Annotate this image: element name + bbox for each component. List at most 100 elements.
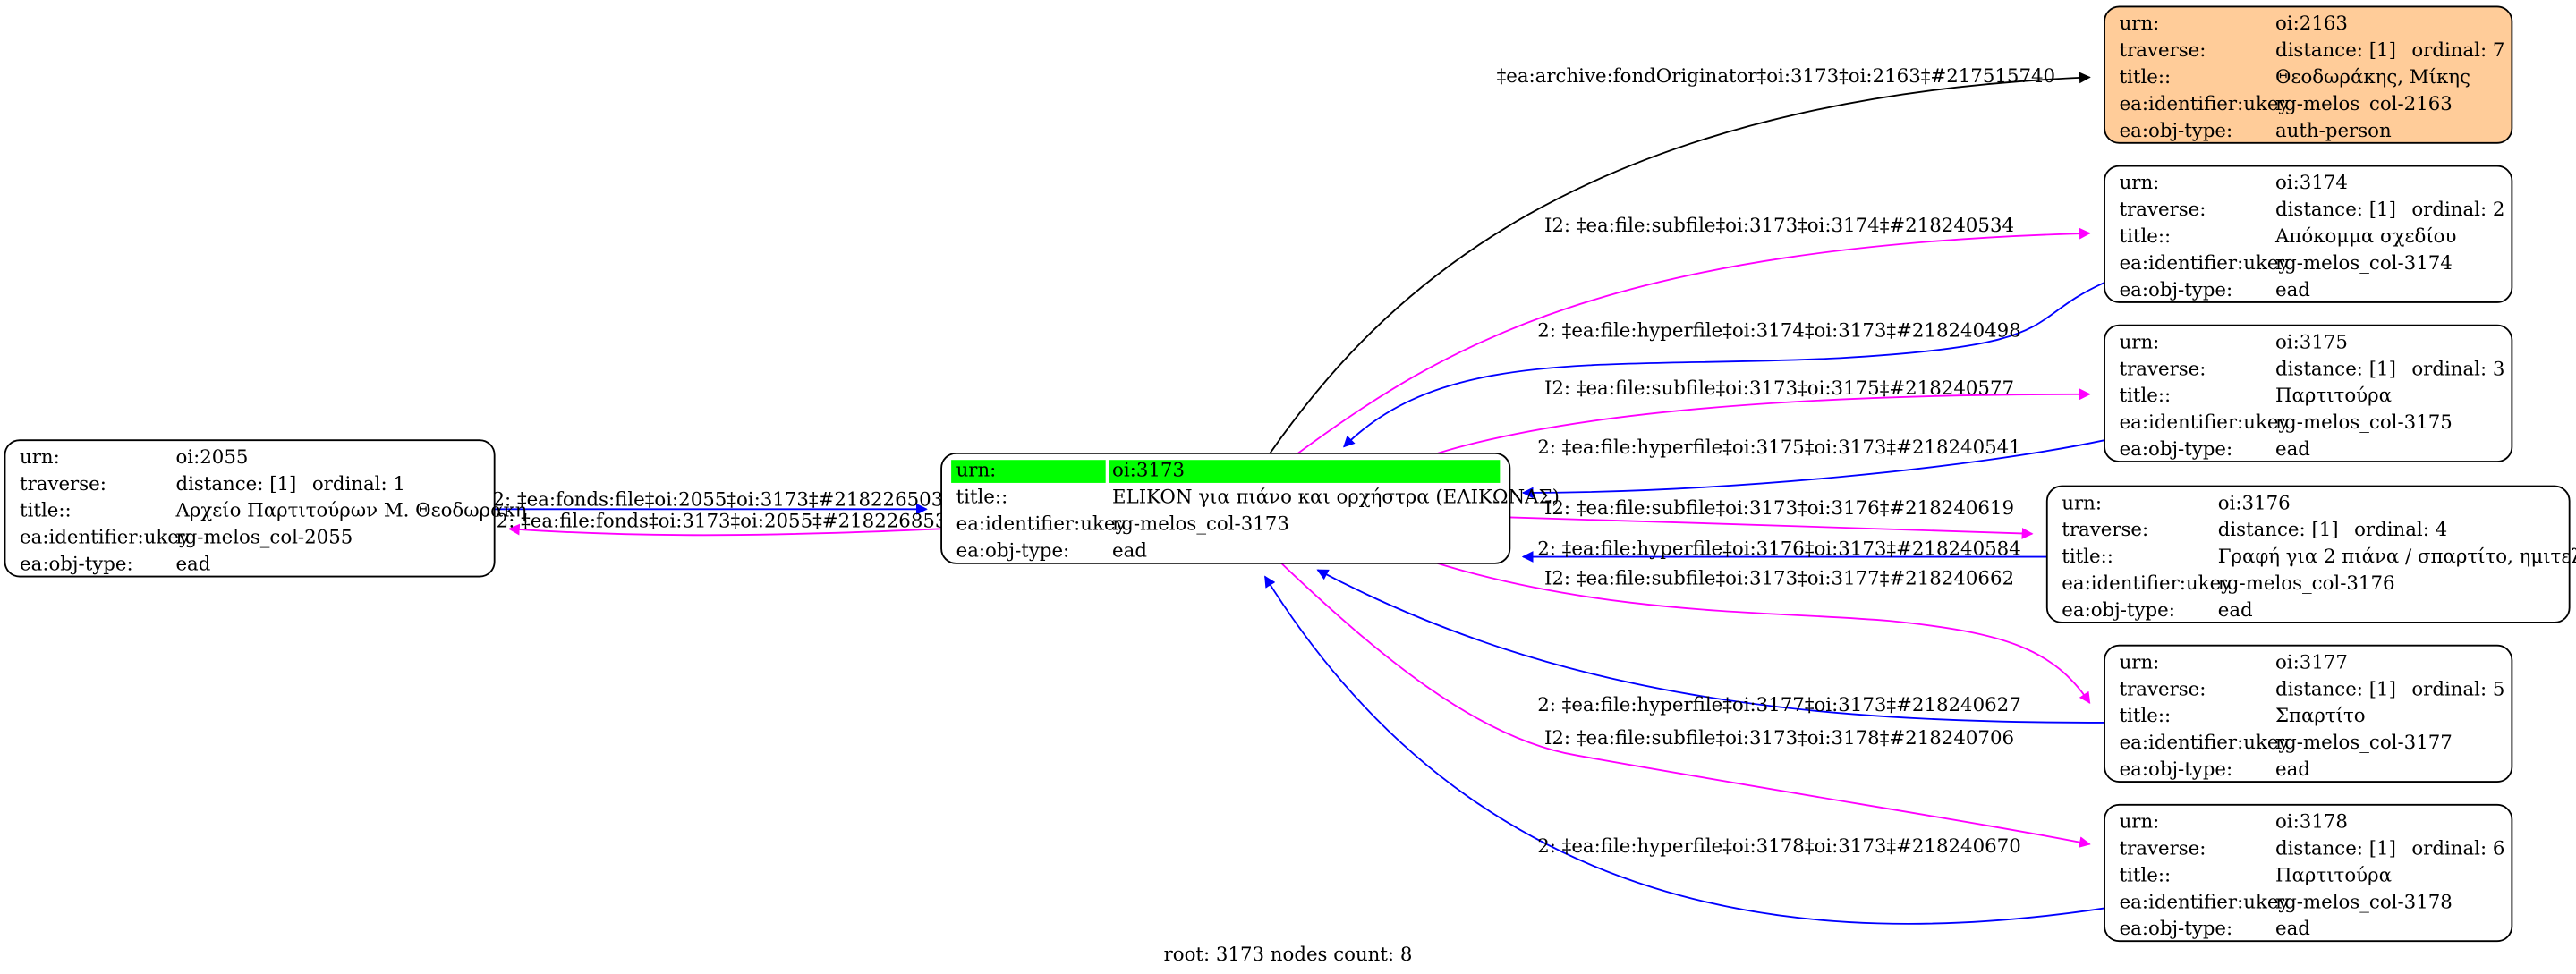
field-value-type: ead xyxy=(2275,279,2310,301)
field-value-ukey: rg-melos_col-3174 xyxy=(2275,252,2453,275)
field-value-distance: distance: [1] xyxy=(2275,358,2396,380)
field-value-urn: oi:3173 xyxy=(1112,460,1185,482)
field-value-title: Παρτιτούρα xyxy=(2275,864,2392,886)
field-value-title: Παρτιτούρα xyxy=(2275,385,2392,407)
field-label-type: ea:obj-type: xyxy=(956,539,1070,562)
field-value-urn: oi:3178 xyxy=(2275,810,2348,833)
edge-hyperfile[interactable]: 2: ‡ea:fonds:file‡oi:2055‡oi:3173‡#21822… xyxy=(492,489,943,515)
field-label-title: title:: xyxy=(20,500,72,522)
field-value-type: ead xyxy=(1112,539,1147,562)
field-value-urn: oi:3175 xyxy=(2275,331,2348,353)
edge-subfile[interactable]: I2: ‡ea:file:subfile‡oi:3173‡oi:3175‡#21… xyxy=(1437,377,2091,454)
edge-label: I2: ‡ea:file:subfile‡oi:3173‡oi:3178‡#21… xyxy=(1544,727,2014,750)
node-box xyxy=(2104,5,2513,144)
edge-hyperfile[interactable]: 2: ‡ea:file:hyperfile‡oi:3174‡oi:3173‡#2… xyxy=(1343,282,2105,448)
edge-line xyxy=(1269,72,2091,454)
root-highlight-label xyxy=(951,460,1106,483)
field-label-traverse: traverse: xyxy=(2120,358,2206,380)
edge-subfile[interactable]: I2: ‡ea:file:fonds‡oi:3173‡oi:2055‡#2182… xyxy=(489,510,947,537)
field-value-distance: distance: [1] xyxy=(175,473,296,495)
node-oi-3175[interactable]: urn: oi:3175 traverse: distance: [1] ordinal… xyxy=(2104,324,2513,462)
field-label-urn: urn: xyxy=(2120,331,2160,353)
edge-line xyxy=(1316,569,2105,724)
edge-label: ‡ea:archive:fondOriginator‡oi:3173‡oi:21… xyxy=(1497,65,2055,88)
edge-line xyxy=(507,523,942,537)
edge-label: I2: ‡ea:file:fonds‡oi:3173‡oi:2055‡#2182… xyxy=(489,510,947,532)
edge-hyperfile[interactable]: 2: ‡ea:file:hyperfile‡oi:3178‡oi:3173‡#2… xyxy=(1264,575,2105,925)
field-value-ordinal: ordinal: 2 xyxy=(2411,199,2504,221)
field-value-ukey: rg-melos_col-2163 xyxy=(2275,93,2453,115)
field-label-urn: urn: xyxy=(2120,172,2160,194)
nodes-layer: urn: oi:2055 traverse: distance: [1] ordinal… xyxy=(4,5,2576,943)
field-value-distance: distance: [1] xyxy=(2275,837,2396,860)
edge-hyperfile[interactable]: 2: ‡ea:file:hyperfile‡oi:3177‡oi:3173‡#2… xyxy=(1316,569,2105,724)
field-value-ordinal: ordinal: 3 xyxy=(2411,358,2504,380)
field-label-urn: urn: xyxy=(2120,810,2160,833)
field-value-type: auth-person xyxy=(2275,120,2392,142)
field-label-traverse: traverse: xyxy=(2120,678,2206,700)
edge-label: I2: ‡ea:file:subfile‡oi:3173‡oi:3175‡#21… xyxy=(1544,377,2014,400)
field-value-ordinal: ordinal: 7 xyxy=(2411,39,2504,62)
edge-subfile[interactable]: I2: ‡ea:file:subfile‡oi:3173‡oi:3174‡#21… xyxy=(1297,215,2091,454)
field-value-ukey: rg-melos_col-3178 xyxy=(2275,891,2453,913)
edge-label: 2: ‡ea:file:hyperfile‡oi:3175‡oi:3173‡#2… xyxy=(1537,436,2021,459)
field-label-ukey: ea:identifier:ukey xyxy=(956,512,1126,535)
field-label-title: title:: xyxy=(2062,546,2113,568)
field-value-type: ead xyxy=(175,554,210,576)
edge-subfile[interactable]: I2: ‡ea:file:subfile‡oi:3173‡oi:3178‡#21… xyxy=(1280,563,2091,848)
field-label-title: title:: xyxy=(2120,225,2172,248)
field-value-distance: distance: [1] xyxy=(2275,678,2396,700)
edge-label: 2: ‡ea:file:hyperfile‡oi:3178‡oi:3173‡#2… xyxy=(1537,835,2021,858)
edge-hyperfile[interactable]: 2: ‡ea:file:hyperfile‡oi:3175‡oi:3173‡#2… xyxy=(1521,436,2105,499)
field-label-type: ea:obj-type: xyxy=(2120,120,2233,142)
edge-originator[interactable]: ‡ea:archive:fondOriginator‡oi:3173‡oi:21… xyxy=(1269,65,2091,454)
field-label-title: title:: xyxy=(956,486,1008,508)
field-value-title: Αρχείο Παρτιτούρων Μ. Θεοδωράκη xyxy=(174,500,526,522)
field-value-distance: distance: [1] xyxy=(2275,39,2396,62)
field-value-urn: oi:3174 xyxy=(2275,172,2348,194)
field-value-title: Απόκομμα σχεδίου xyxy=(2274,225,2456,248)
field-label-traverse: traverse: xyxy=(2120,837,2206,860)
field-label-ukey: ea:identifier:ukey xyxy=(2120,732,2290,754)
node-box xyxy=(2104,165,2513,303)
edge-line xyxy=(1437,388,2091,454)
edge-line xyxy=(1280,563,2091,848)
field-label-urn: urn: xyxy=(2120,651,2160,673)
edge-subfile[interactable]: I2: ‡ea:file:subfile‡oi:3173‡oi:3176‡#21… xyxy=(1509,497,2034,539)
field-label-urn: urn: xyxy=(2120,13,2160,35)
field-value-distance: distance: [1] xyxy=(2218,519,2339,541)
field-label-type: ea:obj-type: xyxy=(2062,599,2175,622)
edge-line xyxy=(1437,563,2091,705)
edge-label: I2: ‡ea:file:subfile‡oi:3173‡oi:3176‡#21… xyxy=(1544,497,2014,520)
field-label-urn: urn: xyxy=(956,460,997,482)
field-label-type: ea:obj-type: xyxy=(20,554,133,576)
field-label-ukey: ea:identifier:ukey xyxy=(20,527,190,549)
field-label-ukey: ea:identifier:ukey xyxy=(2120,93,2290,115)
field-value-ordinal: ordinal: 5 xyxy=(2411,678,2504,700)
field-label-type: ea:obj-type: xyxy=(2120,758,2233,781)
edge-label: I2: ‡ea:file:subfile‡oi:3173‡oi:3174‡#21… xyxy=(1544,215,2014,237)
field-value-title: Θεοδωράκης, Μίκης xyxy=(2275,66,2470,89)
field-value-urn: oi:2055 xyxy=(175,446,248,469)
node-box xyxy=(2104,644,2513,783)
edge-line xyxy=(1509,516,2034,539)
edge-label: 2: ‡ea:file:hyperfile‡oi:3176‡oi:3173‡#2… xyxy=(1537,538,2021,561)
field-label-traverse: traverse: xyxy=(2120,199,2206,221)
field-label-traverse: traverse: xyxy=(2120,39,2206,62)
field-label-type: ea:obj-type: xyxy=(2120,918,2233,940)
edge-subfile[interactable]: I2: ‡ea:file:subfile‡oi:3173‡oi:3177‡#21… xyxy=(1437,563,2091,705)
node-box xyxy=(2045,485,2571,623)
edge-line xyxy=(1521,439,2105,499)
field-value-title: Γραφή για 2 πιάνα / σπαρτίτο, ημιτελής xyxy=(2218,546,2576,568)
field-value-title: ELIKON για πιάνο και ορχήστρα (ΕΛΙΚΩΝΑΣ) xyxy=(1112,486,1560,508)
field-label-type: ea:obj-type: xyxy=(2120,438,2233,461)
edge-hyperfile[interactable]: 2: ‡ea:file:hyperfile‡oi:3176‡oi:3173‡#2… xyxy=(1521,538,2047,563)
